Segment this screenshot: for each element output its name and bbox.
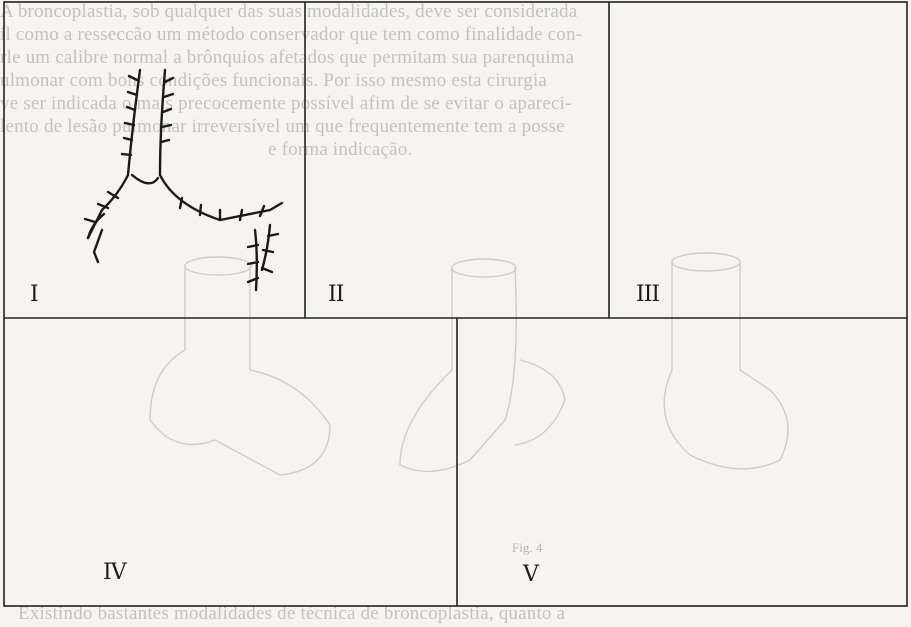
panel-label-ii: II [328,282,343,307]
panel-label-iii: III [636,282,659,307]
panel-label-iv: IV [103,560,126,585]
panel-label-i: I [30,282,38,307]
bronchial-tree-drawing [85,70,282,290]
panel-label-v: V [523,562,538,587]
